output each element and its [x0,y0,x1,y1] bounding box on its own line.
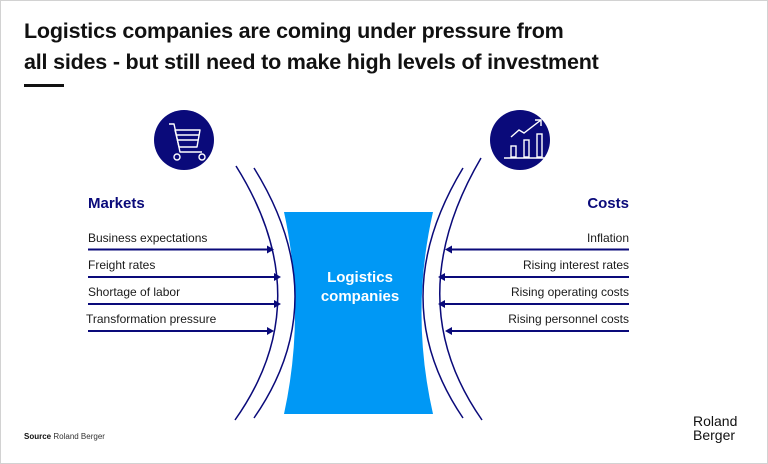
title-line-2: all sides - but still need to make high … [24,50,599,74]
market-item-label: Transformation pressure [86,312,217,326]
logo-line-2: Berger [693,427,736,443]
roland-berger-logo: Roland Berger [693,414,737,442]
shopping-cart-icon [154,110,214,170]
cost-arrow [445,245,629,254]
right-arc-outer [439,157,483,421]
market-arrow [88,245,274,254]
market-arrow [88,300,281,308]
left-arc-inner [253,167,296,419]
growth-chart-icon [490,110,550,170]
page-title: Logistics companies are coming under pre… [24,16,744,78]
center-label-line-1: Logistics [327,269,393,286]
source-note: Source Roland Berger [24,432,105,441]
costs-heading: Costs [587,195,629,212]
source-text: Roland Berger [53,432,105,441]
title-line-1: Logistics companies are coming under pre… [24,19,564,43]
cost-arrow [438,300,629,308]
market-item-label: Shortage of labor [88,285,181,299]
cost-item-label: Rising interest rates [522,258,629,272]
logistics-companies-shape [284,212,433,414]
markets-heading: Markets [88,195,145,212]
cost-item-label: Inflation [586,231,629,245]
cost-item-label: Rising operating costs [510,285,629,299]
right-arc-inner [422,167,464,419]
logistics-companies-label: Logistics companies [290,268,430,306]
market-arrow [88,327,274,335]
center-label-line-2: companies [320,288,400,305]
market-item-label: Business expectations [88,231,208,245]
cost-arrow [445,327,629,335]
cost-arrow [438,273,629,281]
market-arrow [88,273,281,281]
market-item-label: Freight rates [88,258,156,272]
logo-line-1: Roland [693,413,738,429]
left-arc-outer [234,165,279,421]
source-label: Source [24,432,52,441]
title-underline [24,84,64,87]
cost-item-label: Rising personnel costs [508,312,629,326]
